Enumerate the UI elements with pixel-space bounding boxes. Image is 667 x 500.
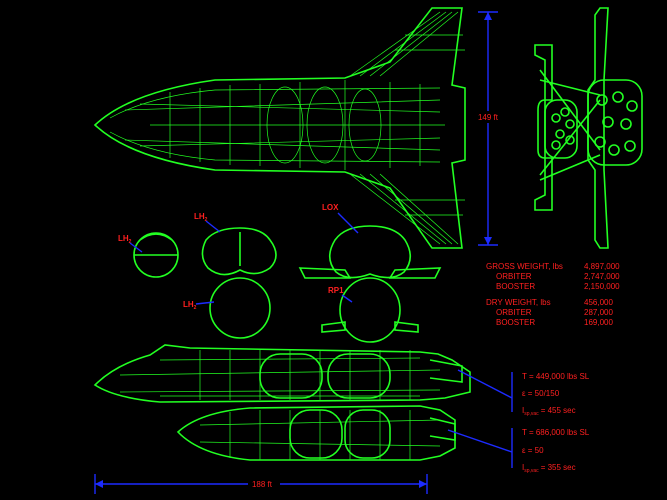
label-lh2-orbiter: LH2 (194, 212, 208, 223)
orbiter-expansion-ratio: ε = 50/150 (522, 389, 560, 398)
dry-weight-value: 456,000 (584, 298, 613, 307)
label-lh2-small: LH2 (118, 234, 132, 245)
label-lox: LOX (322, 203, 339, 212)
dry-orbiter-value: 287,000 (584, 308, 613, 317)
booster-thrust: T = 686,000 lbs SL (522, 428, 590, 437)
booster-side-view (176, 405, 456, 461)
orbiter-rear-view (539, 7, 643, 249)
dry-booster-label: BOOSTER (496, 318, 535, 327)
length-label: 188 ft (252, 480, 273, 489)
gross-booster-value: 2,150,000 (584, 282, 620, 291)
length-dimension: 188 ft (94, 474, 428, 494)
engine-leaders (447, 369, 513, 468)
dry-orbiter-label: ORBITER (496, 308, 532, 317)
cross-section-lh2-orbiter (201, 227, 277, 276)
booster-isp: Isp,vac= 355 sec (522, 463, 576, 474)
gross-orbiter-label: ORBITER (496, 272, 532, 281)
height-dimension: 149 ft (474, 11, 502, 246)
label-lh2-booster: LH2 (183, 300, 197, 311)
engine-specs: T = 449,000 lbs SL ε = 50/150 Isp,vac= 4… (522, 372, 590, 474)
gross-weight-title: GROSS WEIGHT, lbs (486, 262, 563, 271)
dry-booster-value: 169,000 (584, 318, 613, 327)
orbiter-thrust: T = 449,000 lbs SL (522, 372, 590, 381)
label-rp1: RP1 (328, 286, 344, 295)
weights-table: GROSS WEIGHT, lbs 4,897,000 ORBITER 2,74… (486, 262, 620, 327)
orbiter-top-view (93, 7, 466, 249)
section-labels: LH2 LH2 LOX LH2 RP1 (118, 203, 359, 311)
booster-rear-view (534, 44, 578, 211)
cross-section-lh2-booster (209, 277, 271, 339)
gross-orbiter-value: 2,747,000 (584, 272, 620, 281)
cross-section-lh2-small (133, 232, 179, 278)
gross-weight-value: 4,897,000 (584, 262, 620, 271)
booster-expansion-ratio: ε = 50 (522, 446, 544, 455)
gross-booster-label: BOOSTER (496, 282, 535, 291)
cross-section-lox (298, 225, 442, 279)
orbiter-side-view (93, 344, 471, 403)
height-label: 149 ft (478, 113, 499, 122)
orbiter-isp: Isp,vac= 455 sec (522, 406, 576, 417)
cross-section-rp1 (321, 277, 419, 343)
dry-weight-title: DRY WEIGHT, lbs (486, 298, 551, 307)
